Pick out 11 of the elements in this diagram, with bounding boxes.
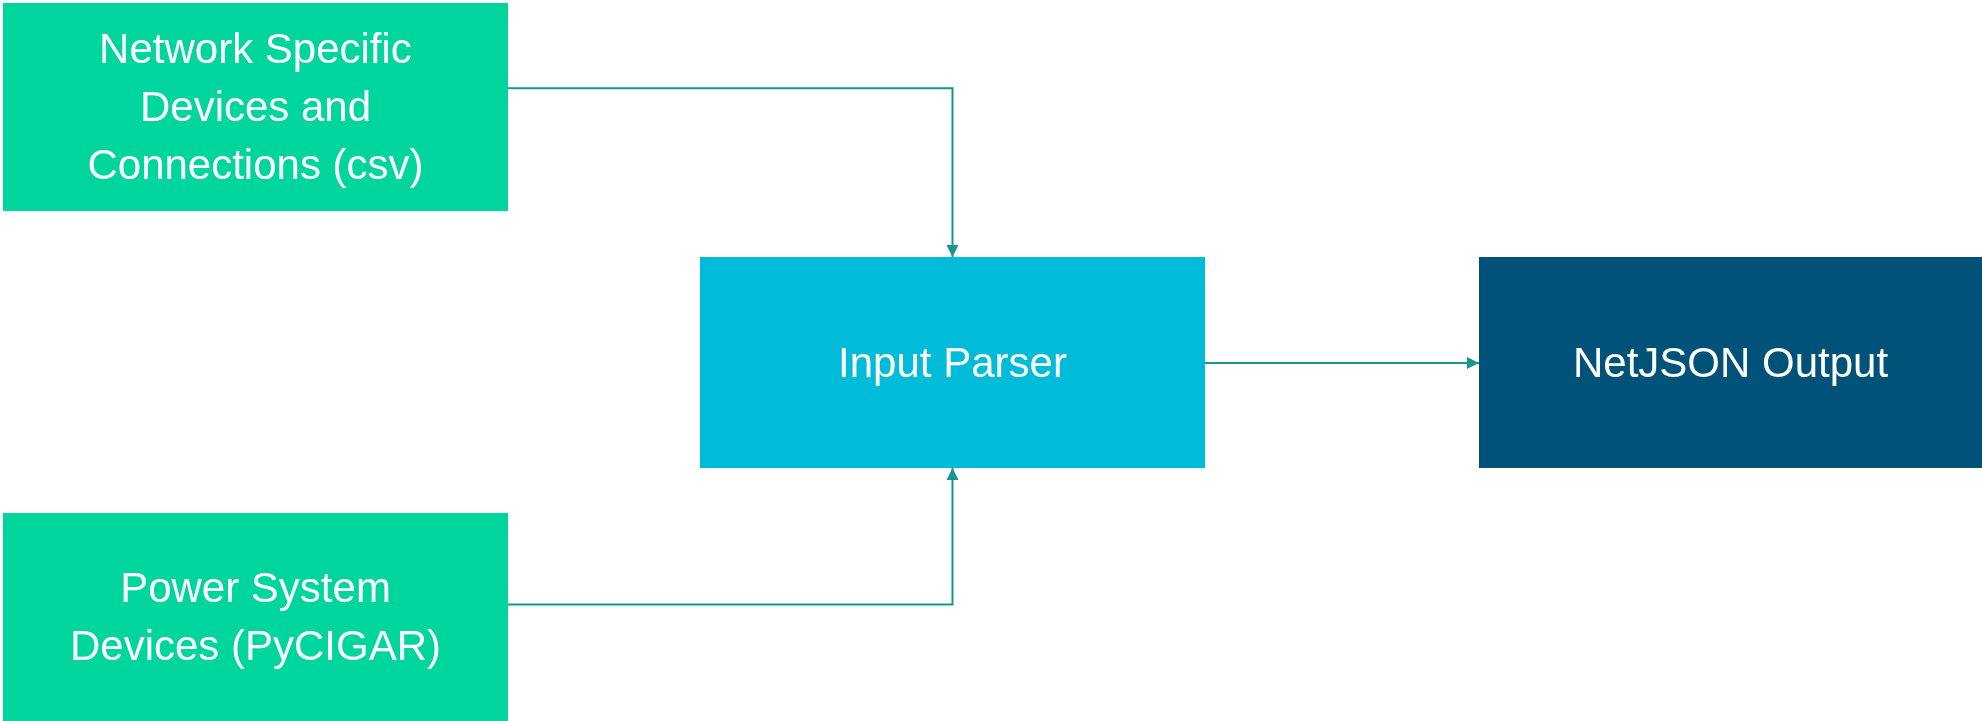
arrow [507, 87, 959, 258]
input-box [3, 513, 508, 721]
output-box [1479, 257, 1982, 468]
node-label: NetJSON Output [1572, 337, 1889, 388]
arrow [507, 467, 959, 606]
process-box [700, 257, 1205, 468]
input-box [3, 3, 508, 211]
node-label: Input Parser [838, 337, 1067, 388]
node-label: Network Specific Devices and Connections (csv) [86, 24, 425, 190]
arrow [1204, 357, 1480, 369]
node-label: Power System Devices (PyCIGAR) [68, 563, 443, 671]
